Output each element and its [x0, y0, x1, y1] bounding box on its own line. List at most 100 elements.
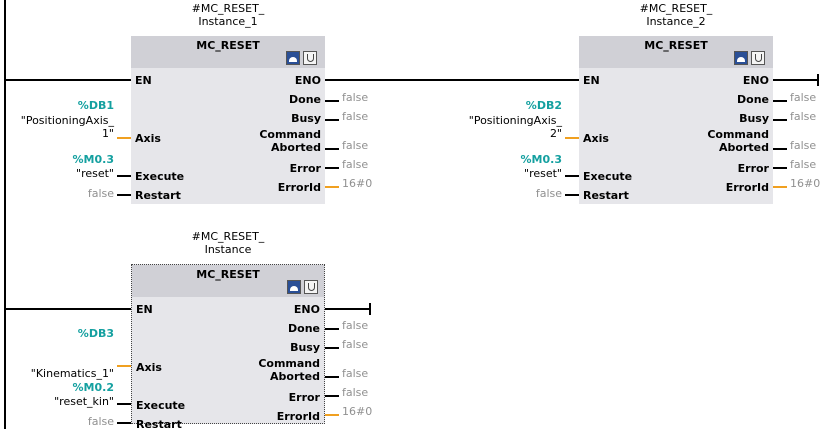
pin-eno: ENO: [742, 74, 769, 87]
execute-address[interactable]: %M0.3: [520, 153, 562, 166]
output-wire-errorid: [325, 414, 339, 416]
restart-value[interactable]: false: [87, 415, 114, 428]
restart-value[interactable]: false: [87, 187, 114, 200]
execute-tag[interactable]: "reset": [524, 167, 562, 180]
network1-end-wire: [772, 79, 818, 81]
pin-errorid: ErrorId: [276, 410, 320, 423]
output-value-errorid: 16#0: [342, 177, 373, 190]
pin-execute: Execute: [136, 399, 186, 412]
pin-busy: Busy: [739, 112, 769, 125]
output-value-busy: false: [790, 110, 817, 123]
pin-command-aborted: Command Aborted: [258, 357, 320, 383]
output-value-error: false: [790, 158, 817, 171]
pin-done: Done: [289, 93, 321, 106]
input-wire-execute: [117, 175, 131, 177]
output-wire-error: [773, 167, 787, 169]
block-diagnostics-icon[interactable]: [734, 51, 748, 65]
block-settings-icon[interactable]: [751, 51, 765, 65]
pin-restart: Restart: [136, 418, 182, 431]
input-wire-restart: [117, 194, 131, 196]
pin-busy: Busy: [291, 112, 321, 125]
pin-execute: Execute: [135, 170, 185, 183]
pin-done: Done: [288, 322, 320, 335]
output-wire-done: [325, 100, 339, 102]
output-wire-busy: [325, 119, 339, 121]
block-diagnostics-icon[interactable]: [287, 280, 301, 294]
pin-en: EN: [136, 303, 153, 316]
axis-address[interactable]: %DB1: [77, 99, 114, 112]
pin-restart: Restart: [583, 189, 629, 202]
output-wire-done: [773, 100, 787, 102]
output-wire-error: [325, 395, 339, 397]
output-wire-busy: [325, 347, 339, 349]
execute-address[interactable]: %M0.2: [72, 381, 114, 394]
pin-command-aborted: Command Aborted: [707, 128, 769, 154]
pin-execute: Execute: [583, 170, 633, 183]
network1-wire: [5, 79, 132, 81]
pin-errorid: ErrorId: [725, 181, 769, 194]
block-title: MC_RESET: [196, 268, 260, 281]
axis-tag[interactable]: "PositioningAxis_ 2": [468, 114, 562, 140]
pin-error: Error: [288, 391, 320, 404]
output-value-busy: false: [342, 338, 369, 351]
input-wire-restart: [117, 422, 131, 424]
output-value-error: false: [342, 386, 369, 399]
output-wire-cmd_aborted: [325, 376, 339, 378]
output-wire-done: [325, 328, 339, 330]
network2-end-wire: [324, 308, 370, 310]
output-value-done: false: [342, 319, 369, 332]
execute-tag[interactable]: "reset": [76, 167, 114, 180]
pin-en: EN: [583, 74, 600, 87]
execute-tag[interactable]: "reset_kin": [54, 395, 114, 408]
block-settings-icon[interactable]: [303, 51, 317, 65]
block-title: MC_RESET: [196, 39, 260, 52]
block-diagnostics-icon[interactable]: [286, 51, 300, 65]
network1-eno-wire: [324, 79, 580, 81]
instance-name[interactable]: #MC_RESET_ Instance: [191, 230, 265, 256]
execute-address[interactable]: %M0.3: [72, 153, 114, 166]
output-wire-errorid: [773, 186, 787, 188]
output-wire-error: [325, 167, 339, 169]
pin-error: Error: [737, 162, 769, 175]
input-wire-execute: [565, 175, 579, 177]
output-value-done: false: [342, 91, 369, 104]
pin-en: EN: [135, 74, 152, 87]
network2-end-tick: [369, 303, 371, 315]
output-wire-cmd_aborted: [325, 148, 339, 150]
input-wire-execute: [117, 403, 131, 405]
input-wire-axis: [565, 137, 579, 139]
output-value-cmd_aborted: false: [342, 367, 369, 380]
axis-address[interactable]: %DB3: [77, 327, 114, 340]
pin-eno: ENO: [294, 74, 321, 87]
output-value-cmd_aborted: false: [790, 139, 817, 152]
output-value-error: false: [342, 158, 369, 171]
pin-axis: Axis: [136, 361, 162, 374]
pin-error: Error: [289, 162, 321, 175]
axis-tag[interactable]: "PositioningAxis_ 1": [20, 114, 114, 140]
block-title: MC_RESET: [644, 39, 708, 52]
restart-value[interactable]: false: [535, 187, 562, 200]
pin-axis: Axis: [583, 132, 609, 145]
output-value-done: false: [790, 91, 817, 104]
block-settings-icon[interactable]: [304, 280, 318, 294]
output-value-errorid: 16#0: [790, 177, 821, 190]
instance-name[interactable]: #MC_RESET_ Instance_1: [191, 2, 265, 28]
axis-tag[interactable]: "Kinematics_1": [30, 367, 114, 380]
pin-busy: Busy: [290, 341, 320, 354]
power-rail: [4, 0, 6, 429]
output-wire-errorid: [325, 186, 339, 188]
pin-done: Done: [737, 93, 769, 106]
network1-end-tick: [817, 74, 819, 86]
output-wire-cmd_aborted: [773, 148, 787, 150]
output-wire-busy: [773, 119, 787, 121]
axis-address[interactable]: %DB2: [525, 99, 562, 112]
output-value-errorid: 16#0: [342, 405, 373, 418]
pin-restart: Restart: [135, 189, 181, 202]
instance-name[interactable]: #MC_RESET_ Instance_2: [639, 2, 713, 28]
pin-axis: Axis: [135, 132, 161, 145]
pin-eno: ENO: [293, 303, 320, 316]
output-value-cmd_aborted: false: [342, 139, 369, 152]
